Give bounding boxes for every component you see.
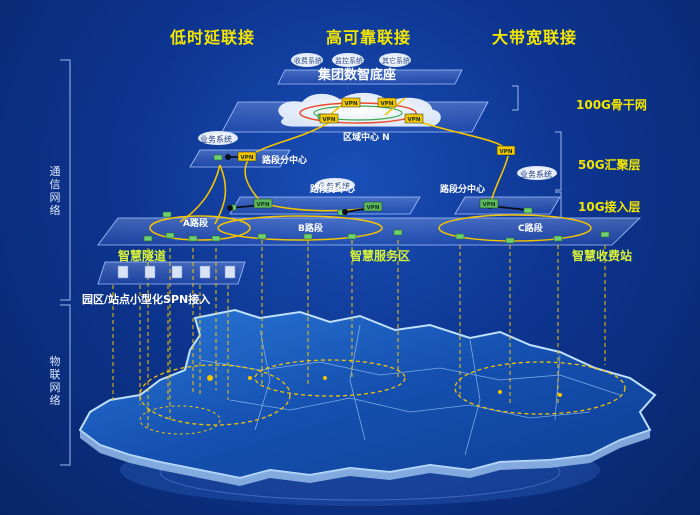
- scene-tunnel: 智慧隧道: [118, 249, 167, 263]
- segment-center-right: 路段分中心: [440, 185, 486, 195]
- access-ring-a: [149, 215, 251, 241]
- vpn-label-0: VPN: [241, 155, 254, 161]
- campus-label: 园区/站点小型化SPN接入: [82, 293, 211, 306]
- map-stations: [207, 375, 562, 397]
- campus-devices: [117, 265, 236, 279]
- side-label-comm: 通信网络: [49, 165, 61, 217]
- segment-a: A路段: [183, 219, 208, 229]
- vpn-label-7: VPN: [345, 101, 358, 107]
- segment-center-mid: 路段分中心: [310, 185, 356, 195]
- side-brackets: [60, 59, 71, 466]
- side-label-iot: 物联网络: [49, 355, 61, 407]
- business-label-right: 业务系统: [520, 170, 552, 179]
- yellow-links: [179, 97, 509, 225]
- map-side: [80, 430, 650, 486]
- platform-plate: [277, 69, 463, 85]
- segment-c: C路段: [518, 224, 543, 234]
- header-low-latency: 低时延联接: [170, 28, 256, 47]
- map-borders: [199, 324, 621, 456]
- business-label-mid: 业务系统: [318, 182, 350, 191]
- region-center-label: 区域中心 N: [343, 133, 390, 143]
- map-ring-left: [139, 364, 291, 426]
- business-label-left: 业务系统: [200, 135, 232, 144]
- tier-backbone: 100G骨干网: [576, 98, 647, 112]
- tier-access: 10G接入层: [578, 200, 641, 214]
- cloud-label-other: 其它系统: [382, 57, 410, 65]
- access-ring-b: [217, 215, 383, 241]
- scene-service-area: 智慧服务区: [350, 249, 411, 263]
- drop-lines: [112, 240, 606, 430]
- scene-toll-station: 智慧收费站: [572, 249, 633, 263]
- vpn-label-5: VPN: [323, 117, 336, 123]
- system-clouds: [291, 53, 411, 67]
- map-ring-center: [254, 359, 406, 397]
- access-ring-c: [438, 214, 592, 242]
- vpn-label-3: VPN: [483, 202, 496, 208]
- segment-plate-right: [454, 196, 561, 215]
- tier-aggregation: 50G汇聚层: [578, 158, 641, 172]
- header-high-reliability: 高可靠联接: [326, 28, 412, 47]
- map-ring-right: [454, 361, 626, 415]
- cloud-label-toll: 收费系统: [294, 57, 322, 65]
- vpn-label-8: VPN: [381, 101, 394, 107]
- vpn-label-4: VPN: [500, 149, 513, 155]
- vpn-label-1: VPN: [257, 202, 270, 208]
- header-high-bandwidth: 大带宽联接: [492, 28, 578, 47]
- tier-brackets: [512, 85, 562, 219]
- map-ring-inner: [139, 405, 221, 435]
- vpn-boxes: [237, 97, 516, 212]
- platform-title: 集团数智底座: [318, 68, 397, 83]
- vpn-label-2: VPN: [367, 205, 380, 211]
- vpn-label-6: VPN: [408, 117, 421, 123]
- cloud-label-monitor: 监控系统: [335, 57, 363, 65]
- segment-b: B路段: [298, 224, 323, 234]
- business-clouds: [198, 131, 557, 192]
- segment-center-left: 路段分中心: [262, 156, 308, 166]
